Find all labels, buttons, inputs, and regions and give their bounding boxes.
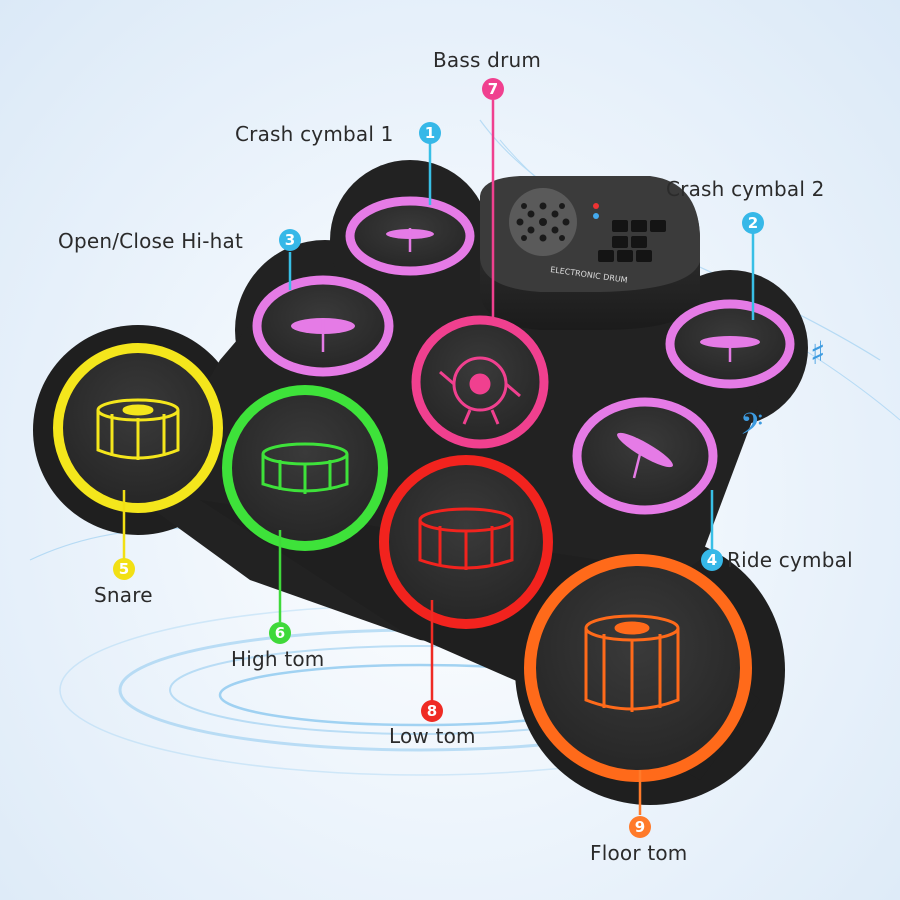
label-floor-tom: Floor tom (590, 841, 688, 865)
label-low-tom: Low tom (389, 724, 476, 748)
control-button[interactable] (650, 220, 666, 232)
label-crash-cymbal-1: Crash cymbal 1 (235, 122, 394, 146)
control-button[interactable] (631, 236, 647, 248)
control-button[interactable] (617, 250, 633, 262)
pad-ride-cymbal[interactable] (572, 397, 718, 515)
control-button[interactable] (636, 250, 652, 262)
pad-low-tom[interactable] (379, 455, 553, 629)
pad-snare[interactable] (53, 343, 223, 513)
control-button[interactable] (612, 236, 628, 248)
control-button[interactable] (598, 250, 614, 262)
bass-clef-icon: 𝄢 (740, 408, 763, 449)
cymbal-icon (617, 432, 673, 468)
badge-4: 4 (701, 549, 723, 571)
label-snare: Snare (94, 583, 153, 607)
badge-2: 2 (742, 212, 764, 234)
badge-5: 5 (113, 558, 135, 580)
tom-drum-icon (261, 442, 349, 494)
floor-tom-icon (584, 614, 680, 712)
control-buttons (598, 220, 666, 262)
sharp-symbol-icon: ♯ (810, 334, 825, 372)
label-hi-hat: Open/Close Hi-hat (58, 229, 243, 253)
label-high-tom: High tom (231, 647, 325, 671)
badge-1: 1 (419, 122, 441, 144)
control-button[interactable] (612, 220, 628, 232)
bass-drum-icon (439, 356, 521, 425)
control-button[interactable] (631, 220, 647, 232)
pad-crash-cymbal-2[interactable] (665, 299, 795, 389)
label-crash-cymbal-2: Crash cymbal 2 (666, 177, 825, 201)
control-module: ELECTRONIC DRUM (480, 176, 700, 330)
badge-6: 6 (269, 622, 291, 644)
pad-high-tom[interactable] (222, 385, 388, 551)
pad-bass-drum[interactable] (411, 315, 549, 449)
snare-drum-icon (96, 398, 180, 460)
pad-hi-hat[interactable] (252, 275, 394, 377)
badge-7: 7 (482, 78, 504, 100)
callout-lines (122, 100, 755, 815)
badge-9: 9 (629, 816, 651, 838)
label-bass-drum: Bass drum (433, 48, 542, 72)
led-indicator (593, 213, 599, 219)
tom-drum-icon (418, 507, 514, 570)
badge-8: 8 (421, 700, 443, 722)
led-indicator (593, 203, 599, 209)
pad-crash-cymbal-1[interactable] (345, 196, 475, 276)
pad-floor-tom[interactable] (524, 554, 752, 782)
badge-3: 3 (279, 229, 301, 251)
label-ride-cymbal: Ride cymbal (727, 548, 853, 572)
